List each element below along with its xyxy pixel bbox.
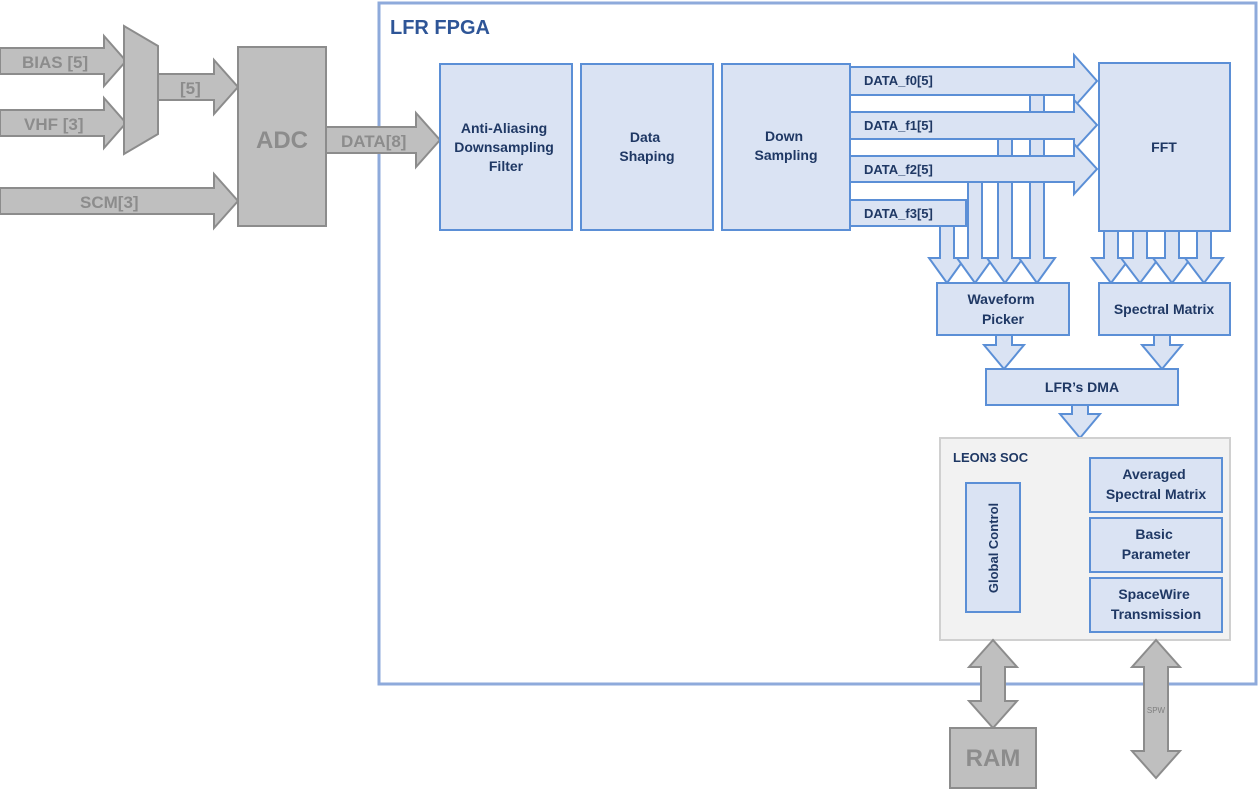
mux-output-label: [5]: [180, 79, 201, 98]
bias-arrow: [0, 33, 128, 89]
anti-aliasing-label: Anti-Aliasing Downsampling Filter: [454, 120, 557, 174]
multiplexer: [123, 24, 159, 156]
averaged-spectral-matrix-block: [1089, 457, 1223, 513]
spacewire-transmission-block: [1089, 577, 1223, 633]
fft-out-arrow-4: [1182, 230, 1226, 285]
anti-aliasing-filter-block: [439, 63, 573, 231]
fft-out-arrow-2: [1118, 230, 1162, 285]
vhf-arrow: [0, 95, 128, 151]
spectral-matrix-block: [1098, 282, 1231, 336]
averaged-spectral-matrix-label: Averaged Spectral Matrix: [1106, 466, 1207, 502]
data-f0-label: DATA_f0[5]: [864, 73, 933, 88]
data-shaping-label: Data Shaping: [619, 129, 674, 164]
dma-block: [985, 368, 1179, 406]
vhf-label: VHF [3]: [24, 115, 84, 134]
ram-label: RAM: [966, 745, 1021, 772]
f2-dropper-arrow: [955, 181, 995, 285]
fpga-title: LFR FPGA: [390, 17, 490, 39]
f3-bus-arrow: [849, 199, 967, 227]
data-f3-label: DATA_f3[5]: [864, 206, 933, 221]
leon3-soc-title: LEON3 SOC: [953, 450, 1029, 465]
dma-label: LFR’s DMA: [1045, 379, 1119, 395]
spw-bidirectional-arrow: [1129, 638, 1183, 780]
fft-out-arrow-3: [1150, 230, 1194, 285]
mux-output-arrow: [157, 57, 240, 117]
fft-label: FFT: [1151, 139, 1177, 155]
dma-to-soc-arrow: [1057, 404, 1103, 440]
spectral-to-dma-arrow: [1139, 334, 1185, 371]
fft-out-arrow-1: [1089, 230, 1133, 285]
data-f2-label: DATA_f2[5]: [864, 162, 933, 177]
spacewire-transmission-label: SpaceWire Transmission: [1111, 586, 1201, 622]
waveform-picker-block: [936, 282, 1070, 336]
spw-label: SPW: [1147, 706, 1166, 715]
data-shaping-block: [580, 63, 714, 231]
adc-output-arrow: [325, 110, 442, 170]
f1-bus-arrow: [849, 97, 1099, 153]
basic-parameter-block: [1089, 517, 1223, 573]
fft-block: [1098, 62, 1231, 232]
adc-label: ADC: [256, 127, 308, 154]
scm-arrow: [0, 171, 240, 231]
bias-label: BIAS [5]: [22, 53, 88, 72]
waveform-picker-label: Waveform Picker: [967, 291, 1038, 327]
ram-block: [949, 727, 1037, 789]
adc-output-label: DATA[8]: [341, 132, 406, 151]
global-control-label: Global Control: [986, 503, 1001, 593]
spectral-matrix-label: Spectral Matrix: [1114, 301, 1215, 317]
fft-output-arrows: [1089, 230, 1226, 285]
data-f1-label: DATA_f1[5]: [864, 118, 933, 133]
down-sampling-block: [721, 63, 851, 231]
scm-label: SCM[3]: [80, 193, 139, 212]
down-sampling-label: Down Sampling: [754, 128, 817, 163]
waveform-to-dma-arrow: [981, 334, 1027, 371]
global-control-block: [965, 482, 1021, 613]
basic-parameter-label: Basic Parameter: [1122, 526, 1191, 562]
